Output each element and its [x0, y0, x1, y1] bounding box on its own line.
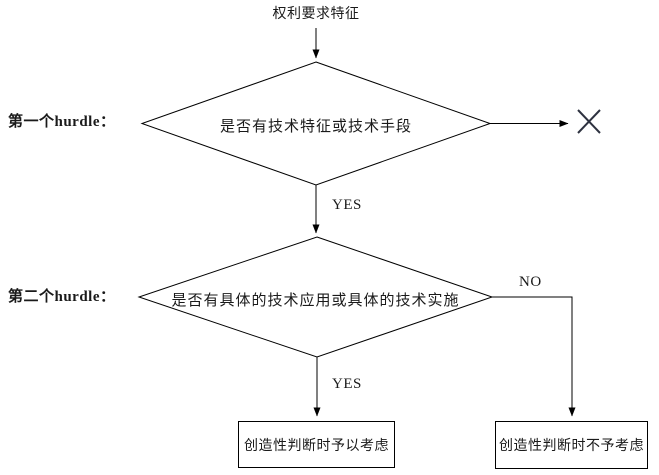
- hurdle2-side-label: 第二个hurdle：: [8, 289, 116, 305]
- start-node-label: 权利要求特征: [272, 7, 360, 22]
- arrow-decision2-no: [492, 296, 576, 417]
- decision-2-yes-label: YES: [332, 376, 362, 392]
- decision-1-text: 是否有技术特征或技术手段: [219, 119, 412, 135]
- decision-1-yes-label: YES: [332, 197, 362, 213]
- outcome-considered-box: 创造性判断时予以考虑: [238, 421, 395, 468]
- decision-2-text: 是否有具体的技术应用或具体的技术实施: [171, 293, 460, 309]
- x-mark-icon: [577, 109, 601, 134]
- decision-2-no-label: NO: [519, 274, 542, 290]
- hurdle1-side-label: 第一个hurdle：: [8, 114, 116, 130]
- outcome-not-considered-box: 创造性判断时不予考虑: [495, 421, 648, 469]
